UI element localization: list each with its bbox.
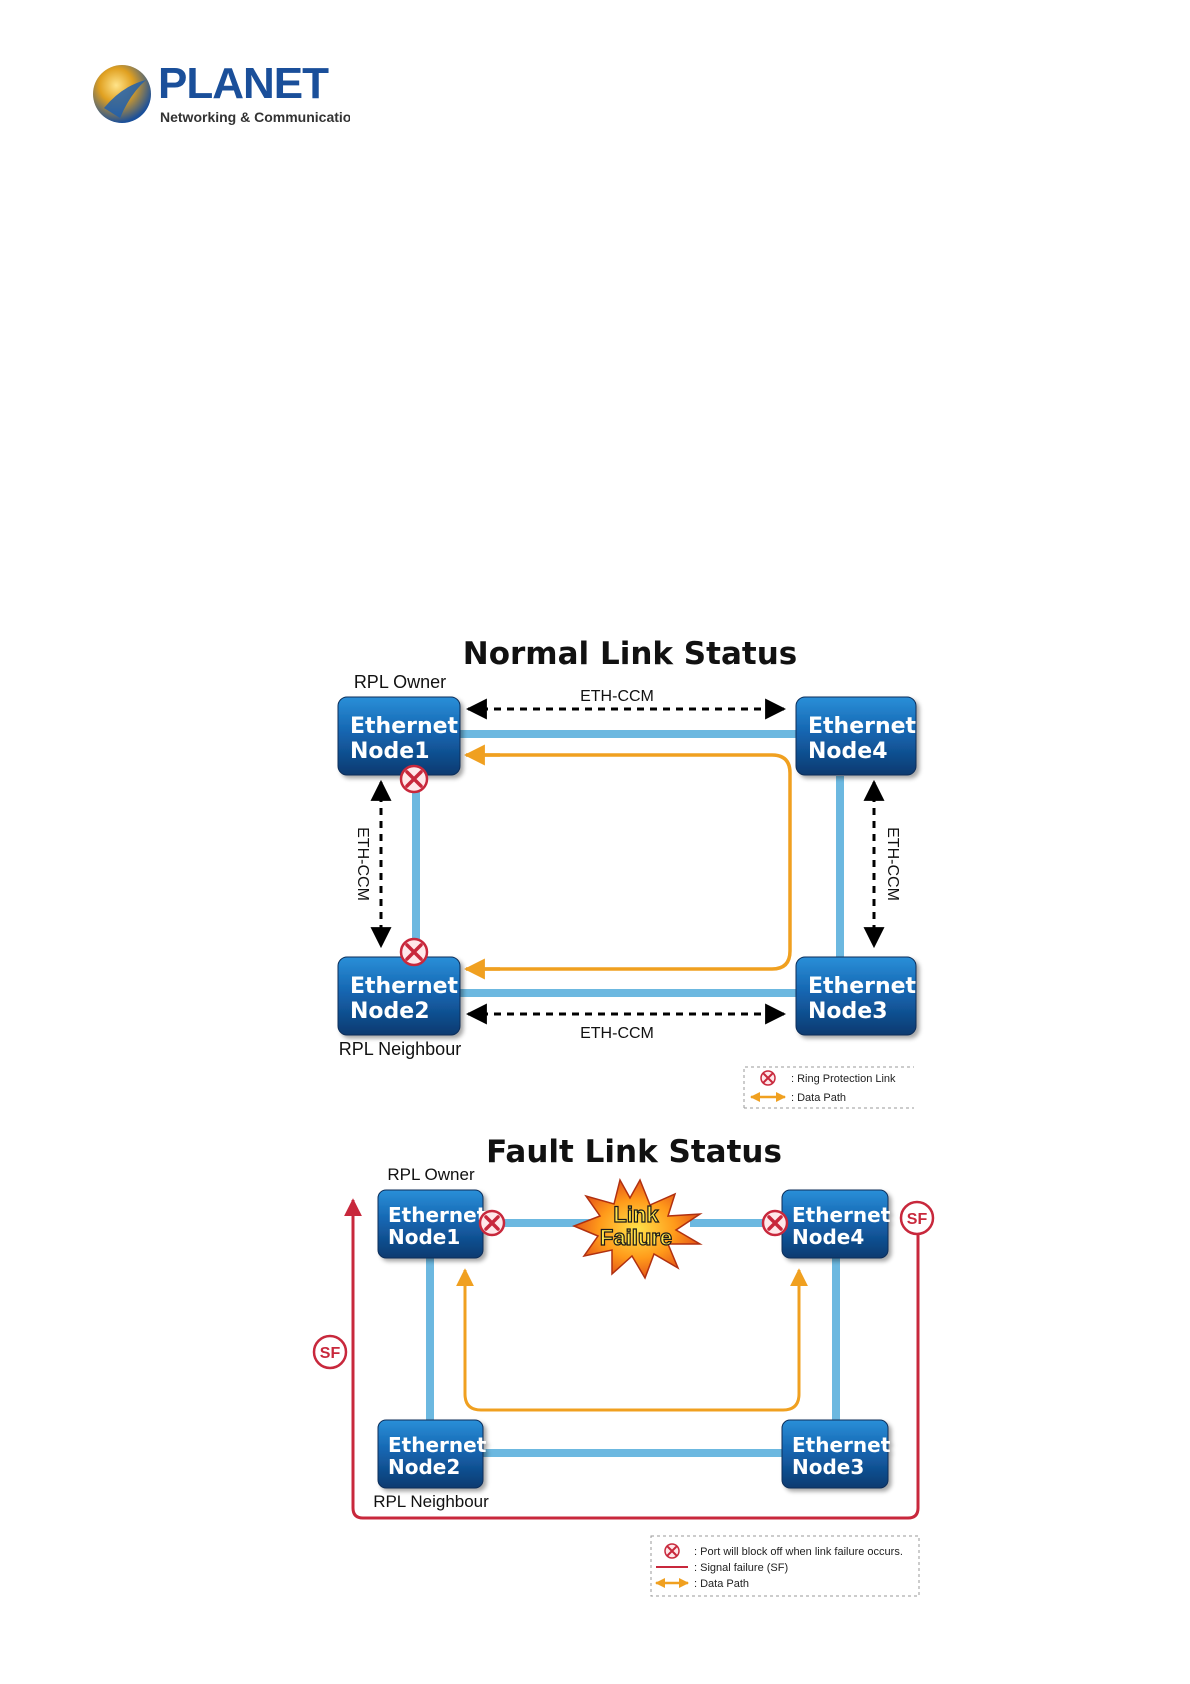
normal-node2: Ethernet Node2 [337, 956, 461, 1036]
normal-data-path [468, 753, 792, 971]
link-failure-burst-icon: Link Failure [571, 1177, 703, 1280]
normal-legend-data: : Data Path [791, 1092, 846, 1104]
burst-line2: Failure [600, 1225, 672, 1250]
normal-rpl-neighbour-label: RPL Neighbour [339, 1039, 461, 1059]
fault-node4-line1: Ethernet [792, 1203, 891, 1227]
fault-node4-line2: Node4 [792, 1225, 864, 1249]
sf-left-label: SF [320, 1345, 341, 1362]
normal-node4: Ethernet Node4 [795, 696, 917, 776]
fault-data-path [456, 1268, 808, 1412]
normal-node2-line1: Ethernet [350, 974, 459, 999]
logo-brand: PLANET [158, 59, 329, 108]
normal-node2-line2: Node2 [350, 999, 430, 1024]
eth-ccm-top-label: ETH-CCM [580, 688, 654, 705]
fault-node2-line2: Node2 [388, 1455, 460, 1479]
eth-ccm-right-label: ETH-CCM [884, 827, 901, 901]
normal-node4-line1: Ethernet [808, 714, 917, 739]
normal-node3-line2: Node3 [808, 999, 888, 1024]
fault-node3: Ethernet Node3 [781, 1419, 891, 1489]
fault-legend: : Port will block off when link failure … [650, 1535, 920, 1597]
normal-legend-rpl: : Ring Protection Link [791, 1073, 896, 1085]
normal-node1-line1: Ethernet [350, 714, 459, 739]
globe-swoosh-icon [104, 80, 146, 118]
logo-tagline: Networking & Communication [160, 109, 350, 125]
rpl-block-icon [399, 937, 429, 967]
normal-node1-line2: Node1 [350, 739, 430, 764]
fault-node1: Ethernet Node1 [377, 1189, 487, 1259]
fault-rpl-owner-label: RPL Owner [387, 1165, 475, 1184]
normal-node3-line1: Ethernet [808, 974, 917, 999]
fault-node3-line1: Ethernet [792, 1433, 891, 1457]
signal-failure-path [344, 1198, 920, 1520]
normal-node3: Ethernet Node3 [795, 956, 917, 1036]
fault-node1-line1: Ethernet [388, 1203, 487, 1227]
fault-title: Fault Link Status [486, 1134, 782, 1170]
planet-logo: PLANET Networking & Communication [93, 59, 350, 125]
normal-legend: : Ring Protection Link : Data Path [743, 1066, 914, 1109]
fault-node4: Ethernet Node4 [781, 1189, 891, 1259]
sf-badge-right-icon: SF [899, 1200, 935, 1236]
burst-line1: Link [613, 1202, 659, 1227]
fault-node1-line2: Node1 [388, 1225, 460, 1249]
port-block-icon [761, 1209, 789, 1237]
fault-node3-line2: Node3 [792, 1455, 864, 1479]
fault-node2-line1: Ethernet [388, 1433, 487, 1457]
normal-node1: Ethernet Node1 [337, 696, 461, 776]
fault-legend-sf: : Signal failure (SF) [694, 1562, 788, 1574]
normal-node4-line2: Node4 [808, 739, 888, 764]
eth-ccm-bottom-label: ETH-CCM [580, 1025, 654, 1042]
eth-ccm-left-label: ETH-CCM [354, 827, 371, 901]
port-block-icon [478, 1209, 506, 1237]
sf-right-label: SF [907, 1211, 928, 1228]
normal-rpl-owner-label: RPL Owner [354, 672, 446, 692]
rpl-block-icon [399, 764, 429, 794]
normal-title: Normal Link Status [463, 636, 797, 672]
fault-node2: Ethernet Node2 [377, 1419, 487, 1489]
fault-legend-data: : Data Path [694, 1578, 749, 1590]
sf-badge-left-icon: SF [312, 1334, 348, 1370]
fault-rpl-neighbour-label: RPL Neighbour [373, 1492, 489, 1511]
fault-legend-block: : Port will block off when link failure … [694, 1546, 903, 1558]
